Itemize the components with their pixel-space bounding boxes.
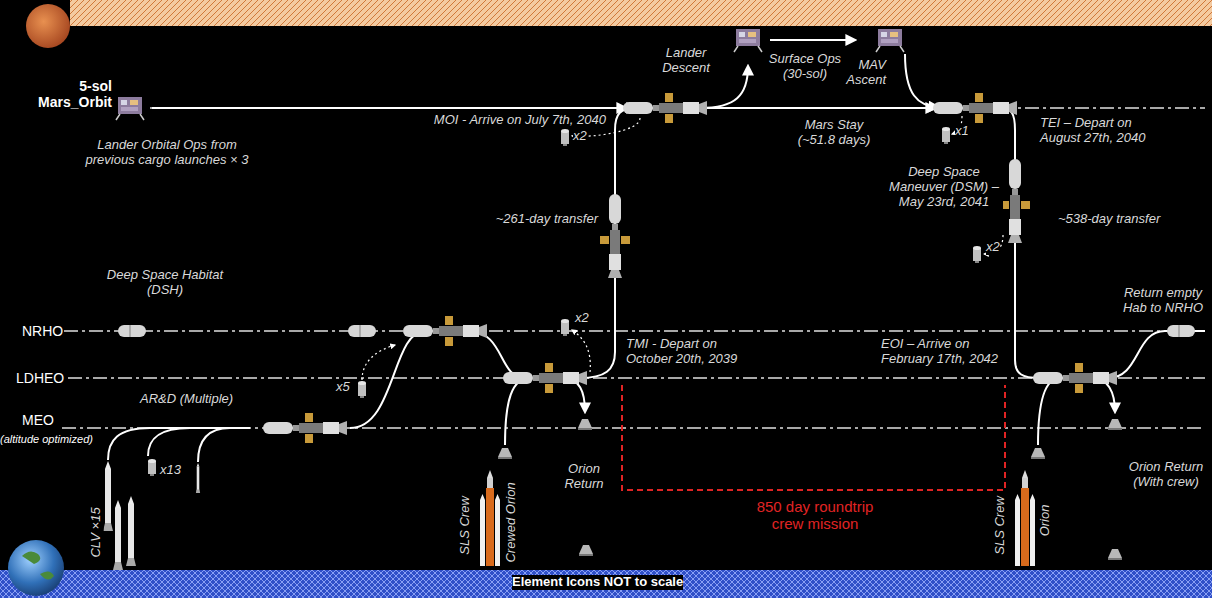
count-label: x2 — [575, 311, 589, 326]
event-label: TMI - Depart on October 20th, 2039 — [626, 337, 748, 367]
step-label: AR&D (Multiple) — [140, 392, 233, 407]
step-label: Orion Return (With crew) — [1126, 460, 1206, 490]
vehicle-label: SLS Crew — [458, 496, 473, 555]
event-label: EOI – Arrive on February 17th, 2042 — [881, 337, 1005, 367]
orbit-name: MEO — [22, 412, 54, 428]
vehicle-label: Crewed Orion — [504, 482, 519, 562]
orbit-name: NRHO — [22, 323, 63, 339]
orbit-note: (altitude optimized) — [0, 433, 93, 446]
step-label: Lander Descent — [655, 46, 717, 76]
step-label: Orion Return — [552, 462, 616, 492]
step-label: Return empty Hab to NRHO — [1120, 286, 1206, 316]
duration-label: 850 day roundtrip crew mission — [740, 498, 890, 533]
event-label: MOI - Arrive on July 7th, 2040 — [434, 113, 606, 128]
note: Lander Orbital Ops from previous cargo l… — [82, 138, 252, 168]
duration-label: ~538-day transfer — [1058, 212, 1160, 227]
orbit-name: 5-sol Mars_Orbit — [28, 78, 112, 110]
duration-label: ~261-day transfer — [496, 212, 598, 227]
event-label: TEI – Depart on August 27th, 2040 — [1040, 116, 1165, 146]
count-label: x2 — [986, 240, 1000, 255]
vehicle-label: Orion — [1039, 504, 1054, 536]
count-label: x5 — [336, 380, 350, 395]
element-label: Deep Space Habitat (DSH) — [95, 268, 235, 298]
count-label: x1 — [955, 124, 969, 139]
count-label: CLV ×15 — [89, 507, 104, 557]
duration-label: Mars Stay (~51.8 days) — [792, 118, 876, 148]
vehicle-label: SLS Crew — [993, 496, 1008, 555]
orbit-name: LDHEO — [16, 370, 64, 386]
step-label: MAV Ascent — [842, 58, 886, 88]
footnote: Element Icons NOT to scale — [512, 575, 683, 590]
step-label: Surface Ops (30-sol) — [768, 52, 842, 82]
count-label: x13 — [160, 463, 181, 478]
event-label: Deep Space Maneuver (DSM) – May 23rd, 20… — [885, 165, 1003, 210]
count-label: x2 — [573, 129, 587, 144]
